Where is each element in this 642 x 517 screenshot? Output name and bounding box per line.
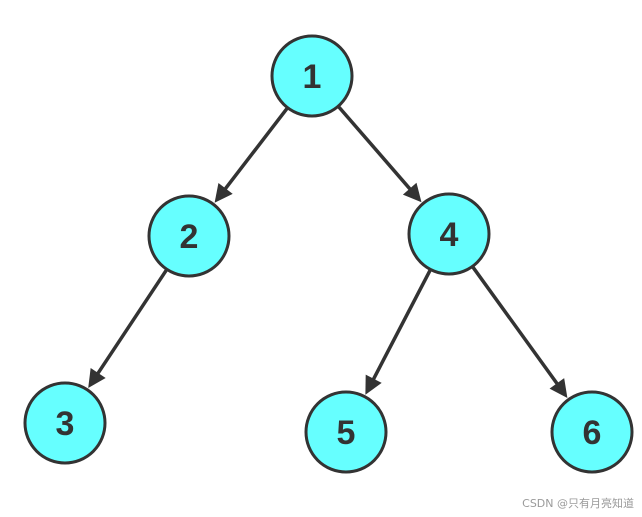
- node-circle: [23, 381, 107, 465]
- arrowhead-icon: [402, 182, 422, 203]
- tree-node-1: 1: [270, 34, 354, 118]
- arrowhead-icon: [549, 378, 568, 398]
- node-label: 2: [180, 218, 199, 256]
- node-label: 6: [583, 414, 602, 452]
- tree-node-6: 6: [550, 390, 634, 474]
- node-label: 4: [440, 216, 459, 254]
- node-circle: [147, 194, 231, 278]
- edge-line: [95, 268, 169, 376]
- node-label: 1: [303, 58, 322, 96]
- tree-node-3: 3: [23, 381, 107, 465]
- edge-1-to-4: [336, 105, 422, 203]
- edge-line: [222, 106, 290, 192]
- tree-node-4: 4: [407, 192, 491, 276]
- edge-line: [471, 265, 560, 387]
- edge-line: [336, 105, 413, 192]
- node-label: 3: [56, 405, 75, 443]
- node-circle: [270, 34, 354, 118]
- node-circle: [550, 390, 634, 474]
- edge-line: [371, 268, 433, 382]
- watermark-text: CSDN @只有月亮知道: [522, 497, 634, 510]
- node-circle: [407, 192, 491, 276]
- arrowhead-icon: [88, 368, 106, 388]
- edge-1-to-2: [214, 106, 290, 203]
- edge-4-to-6: [471, 265, 568, 398]
- edge-2-to-3: [88, 268, 169, 388]
- tree-node-2: 2: [147, 194, 231, 278]
- arrowhead-icon: [365, 374, 382, 395]
- edges: [88, 105, 568, 398]
- node-circle: [304, 390, 388, 474]
- node-label: 5: [337, 414, 356, 452]
- nodes: 1 2 4 3 5 6: [23, 34, 634, 474]
- tree-node-5: 5: [304, 390, 388, 474]
- edge-4-to-5: [365, 268, 433, 395]
- arrowhead-icon: [214, 182, 233, 203]
